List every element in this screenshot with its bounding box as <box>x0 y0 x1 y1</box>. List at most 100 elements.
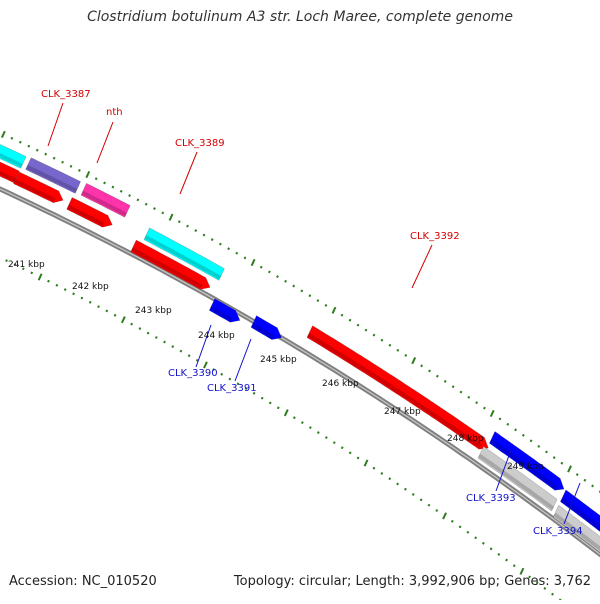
inner-tick-minor <box>475 537 476 539</box>
inner-tick-minor <box>467 531 468 533</box>
ruler-label: 244 kbp <box>198 331 235 341</box>
gene-label: CLK_3394 <box>533 526 583 537</box>
outer-tick-minor <box>429 370 430 372</box>
outer-tick-minor <box>293 285 294 287</box>
outer-tick-minor <box>515 429 516 431</box>
gene-count-label: Genes: 3,762 <box>504 574 591 589</box>
outer-tick-minor <box>112 186 113 188</box>
outer-tick-minor <box>187 225 188 227</box>
outer-tick-minor <box>129 195 130 197</box>
outer-tick-minor <box>104 182 105 184</box>
outer-tick-minor <box>162 212 163 214</box>
inner-tick-minor <box>413 493 414 495</box>
outer-tick-minor <box>468 396 469 398</box>
inner-tick-minor <box>56 284 57 286</box>
inner-tick-minor <box>48 280 49 282</box>
outer-tick-minor <box>421 365 422 367</box>
inner-tick-major <box>122 317 125 323</box>
inner-tick-minor <box>73 293 74 295</box>
outer-tick-minor <box>212 239 213 241</box>
outer-tick-minor <box>476 402 477 404</box>
feature-CLK_3392-shade <box>308 335 480 447</box>
inner-tick-minor <box>106 310 107 312</box>
outer-tick-minor <box>236 252 237 254</box>
inner-tick-minor <box>358 457 359 459</box>
outer-tick-minor <box>45 153 46 155</box>
outer-tick-minor <box>285 280 286 282</box>
ruler-label: 242 kbp <box>72 282 109 292</box>
outer-tick-minor <box>584 479 585 481</box>
outer-tick-minor <box>301 290 302 292</box>
inner-tick-major <box>39 274 42 280</box>
outer-tick-minor <box>460 391 461 393</box>
inner-tick-minor <box>326 437 327 439</box>
leader-line <box>412 245 432 288</box>
leader-line <box>97 122 113 163</box>
inner-tick-minor <box>350 452 351 454</box>
outer-tick-minor <box>146 203 147 205</box>
inner-tick-minor <box>164 341 165 343</box>
outer-tick-minor <box>154 208 155 210</box>
inner-tick-minor <box>397 483 398 485</box>
outer-tick-minor <box>366 329 367 331</box>
length-label: Length: 3,992,906 bp <box>356 574 496 589</box>
inner-tick-minor <box>428 504 429 506</box>
outer-tick-minor <box>137 199 138 201</box>
outer-tick-minor <box>54 157 55 159</box>
inner-tick-minor <box>6 260 7 262</box>
outer-tick-minor <box>261 266 262 268</box>
inner-tick-minor <box>31 272 32 274</box>
outer-tick-minor <box>269 271 270 273</box>
leader-line <box>180 152 197 194</box>
inner-tick-minor <box>270 402 271 404</box>
outer-tick-track <box>2 131 600 493</box>
outer-tick-minor <box>397 349 398 351</box>
inner-tick-minor <box>310 427 311 429</box>
inner-tick-minor <box>483 542 484 544</box>
ruler-label: 249 kbp <box>507 462 544 472</box>
inner-tick-minor <box>452 520 453 522</box>
inner-tick-minor <box>381 472 382 474</box>
outer-tick-minor <box>309 295 310 297</box>
gene-label: CLK_3389 <box>175 138 225 149</box>
inner-tick-minor <box>189 355 190 357</box>
inner-tick-minor <box>148 332 149 334</box>
inner-tick-minor <box>302 422 303 424</box>
inner-tick-minor <box>90 301 91 303</box>
inner-tick-minor <box>156 337 157 339</box>
outer-tick-minor <box>37 149 38 151</box>
inner-tick-minor <box>373 467 374 469</box>
inner-tick-major <box>443 513 446 519</box>
outer-tick-major <box>170 214 173 220</box>
outer-tick-minor <box>11 137 12 139</box>
inner-tick-minor <box>172 346 173 348</box>
ruler-label: 243 kbp <box>135 306 172 316</box>
outer-tick-minor <box>71 165 72 167</box>
outer-tick-minor <box>484 407 485 409</box>
outer-tick-minor <box>195 230 196 232</box>
inner-tick-minor <box>197 359 198 361</box>
outer-tick-minor <box>277 276 278 278</box>
inner-tick-minor <box>221 373 222 375</box>
outer-tick-minor <box>317 300 318 302</box>
inner-tick-minor <box>115 314 116 316</box>
gene-label: CLK_3393 <box>466 493 516 504</box>
outer-tick-minor <box>62 161 63 163</box>
ruler-label: 241 kbp <box>8 260 45 270</box>
inner-tick-minor <box>229 378 230 380</box>
gene-label: CLK_3391 <box>207 383 257 394</box>
inner-tick-minor <box>81 297 82 299</box>
inner-tick-minor <box>506 559 507 561</box>
outer-tick-minor <box>561 462 562 464</box>
inner-tick-minor <box>498 553 499 555</box>
inner-tick-minor <box>131 323 132 325</box>
outer-tick-minor <box>531 440 532 442</box>
accession-label: Accession: NC_010520 <box>9 574 157 589</box>
outer-tick-minor <box>350 319 351 321</box>
inner-tick-minor <box>552 593 553 595</box>
outer-tick-minor <box>381 339 382 341</box>
inner-tick-minor <box>460 526 461 528</box>
outer-tick-minor <box>405 354 406 356</box>
outer-tick-minor <box>121 190 122 192</box>
